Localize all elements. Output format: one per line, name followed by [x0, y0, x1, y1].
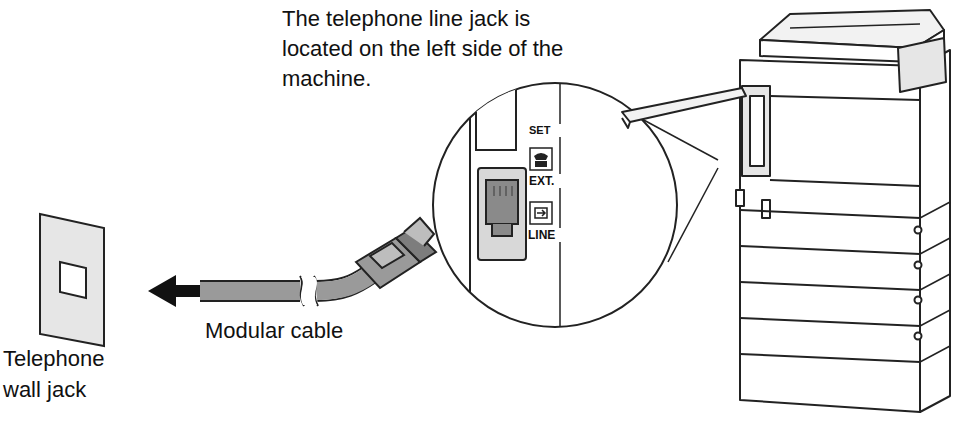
copier-machine: [622, 10, 950, 412]
port-label: EXT.: [529, 174, 563, 188]
wall-jack-label: Telephone wall jack: [3, 343, 131, 405]
modular-cable: [200, 268, 376, 306]
wall-jack: [40, 214, 104, 346]
direction-arrow: [148, 275, 205, 307]
port-label: LINE: [528, 228, 564, 242]
note-text: The telephone line jack is located on th…: [282, 4, 582, 94]
modular-plug: [356, 218, 436, 288]
port-label: SET: [529, 124, 563, 137]
magnified-view: [433, 40, 677, 380]
cable-label: Modular cable: [205, 318, 375, 344]
